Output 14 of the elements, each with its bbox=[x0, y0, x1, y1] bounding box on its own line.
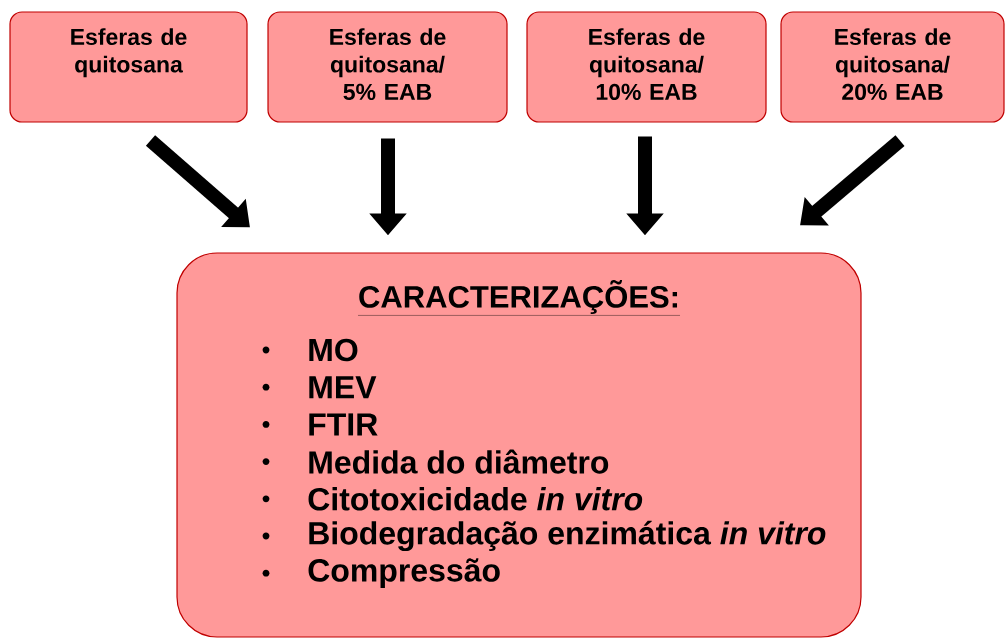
box-label: Esferas de quitosana/ 20% EAB bbox=[835, 28, 951, 101]
list-item: Medida do diâmetro bbox=[309, 449, 609, 474]
box-label: Esferas de quitosana/ 10% EAB bbox=[589, 28, 705, 101]
list-item: MO bbox=[309, 338, 358, 362]
list-item: Compressão bbox=[308, 558, 500, 589]
box-label: Esferas de quitosana/ 5% EAB bbox=[330, 28, 446, 101]
box-label: Esferas de quitosana bbox=[71, 28, 187, 78]
list-item: Biodegradação enzimática in vitro bbox=[309, 520, 826, 552]
list-item: MEV bbox=[309, 376, 377, 399]
block-arrow bbox=[800, 135, 905, 226]
heading: CARACTERIZAÇÕES: bbox=[357, 279, 681, 316]
list-item: Citotoxicidade in vitro bbox=[308, 487, 643, 511]
block-arrow bbox=[145, 135, 250, 228]
list-item: FTIR bbox=[309, 413, 378, 436]
